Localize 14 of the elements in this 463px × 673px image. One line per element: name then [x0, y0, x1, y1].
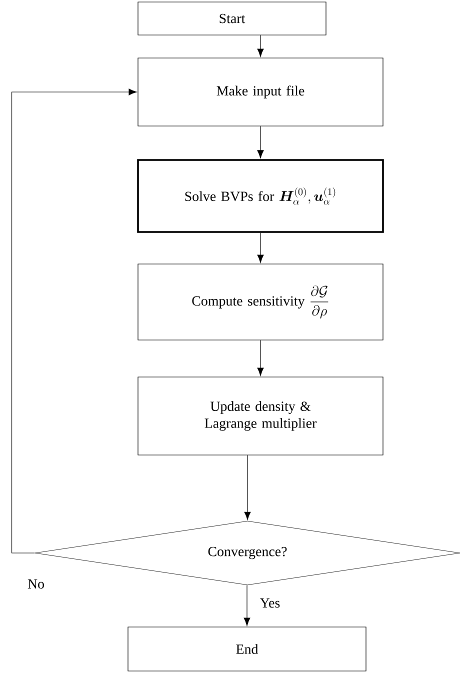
process-box: Make input file: [138, 58, 384, 126]
arrow: [257, 126, 264, 158]
arrow: [12, 88, 137, 554]
arrow: [257, 340, 264, 376]
process-box: Compute sensitivity $\frac{\partial\mathcal{G}}{\partial\rho}$: [138, 264, 384, 340]
arrow: [244, 455, 251, 520]
process-box: End: [128, 626, 366, 672]
arrow: [244, 584, 250, 626]
arrow: [257, 232, 264, 263]
edge-label: Yes: [260, 598, 280, 608]
process-box: Solve BVPs for $\boldsymbol{H}_{\alpha}^{(0)},\boldsymbol{u}_{\alpha}^{(1)}$: [137, 159, 384, 233]
process-box: Start: [138, 2, 326, 36]
process-box: Update density & Lagrange multiplier: [138, 376, 384, 456]
arrow: [257, 35, 264, 57]
